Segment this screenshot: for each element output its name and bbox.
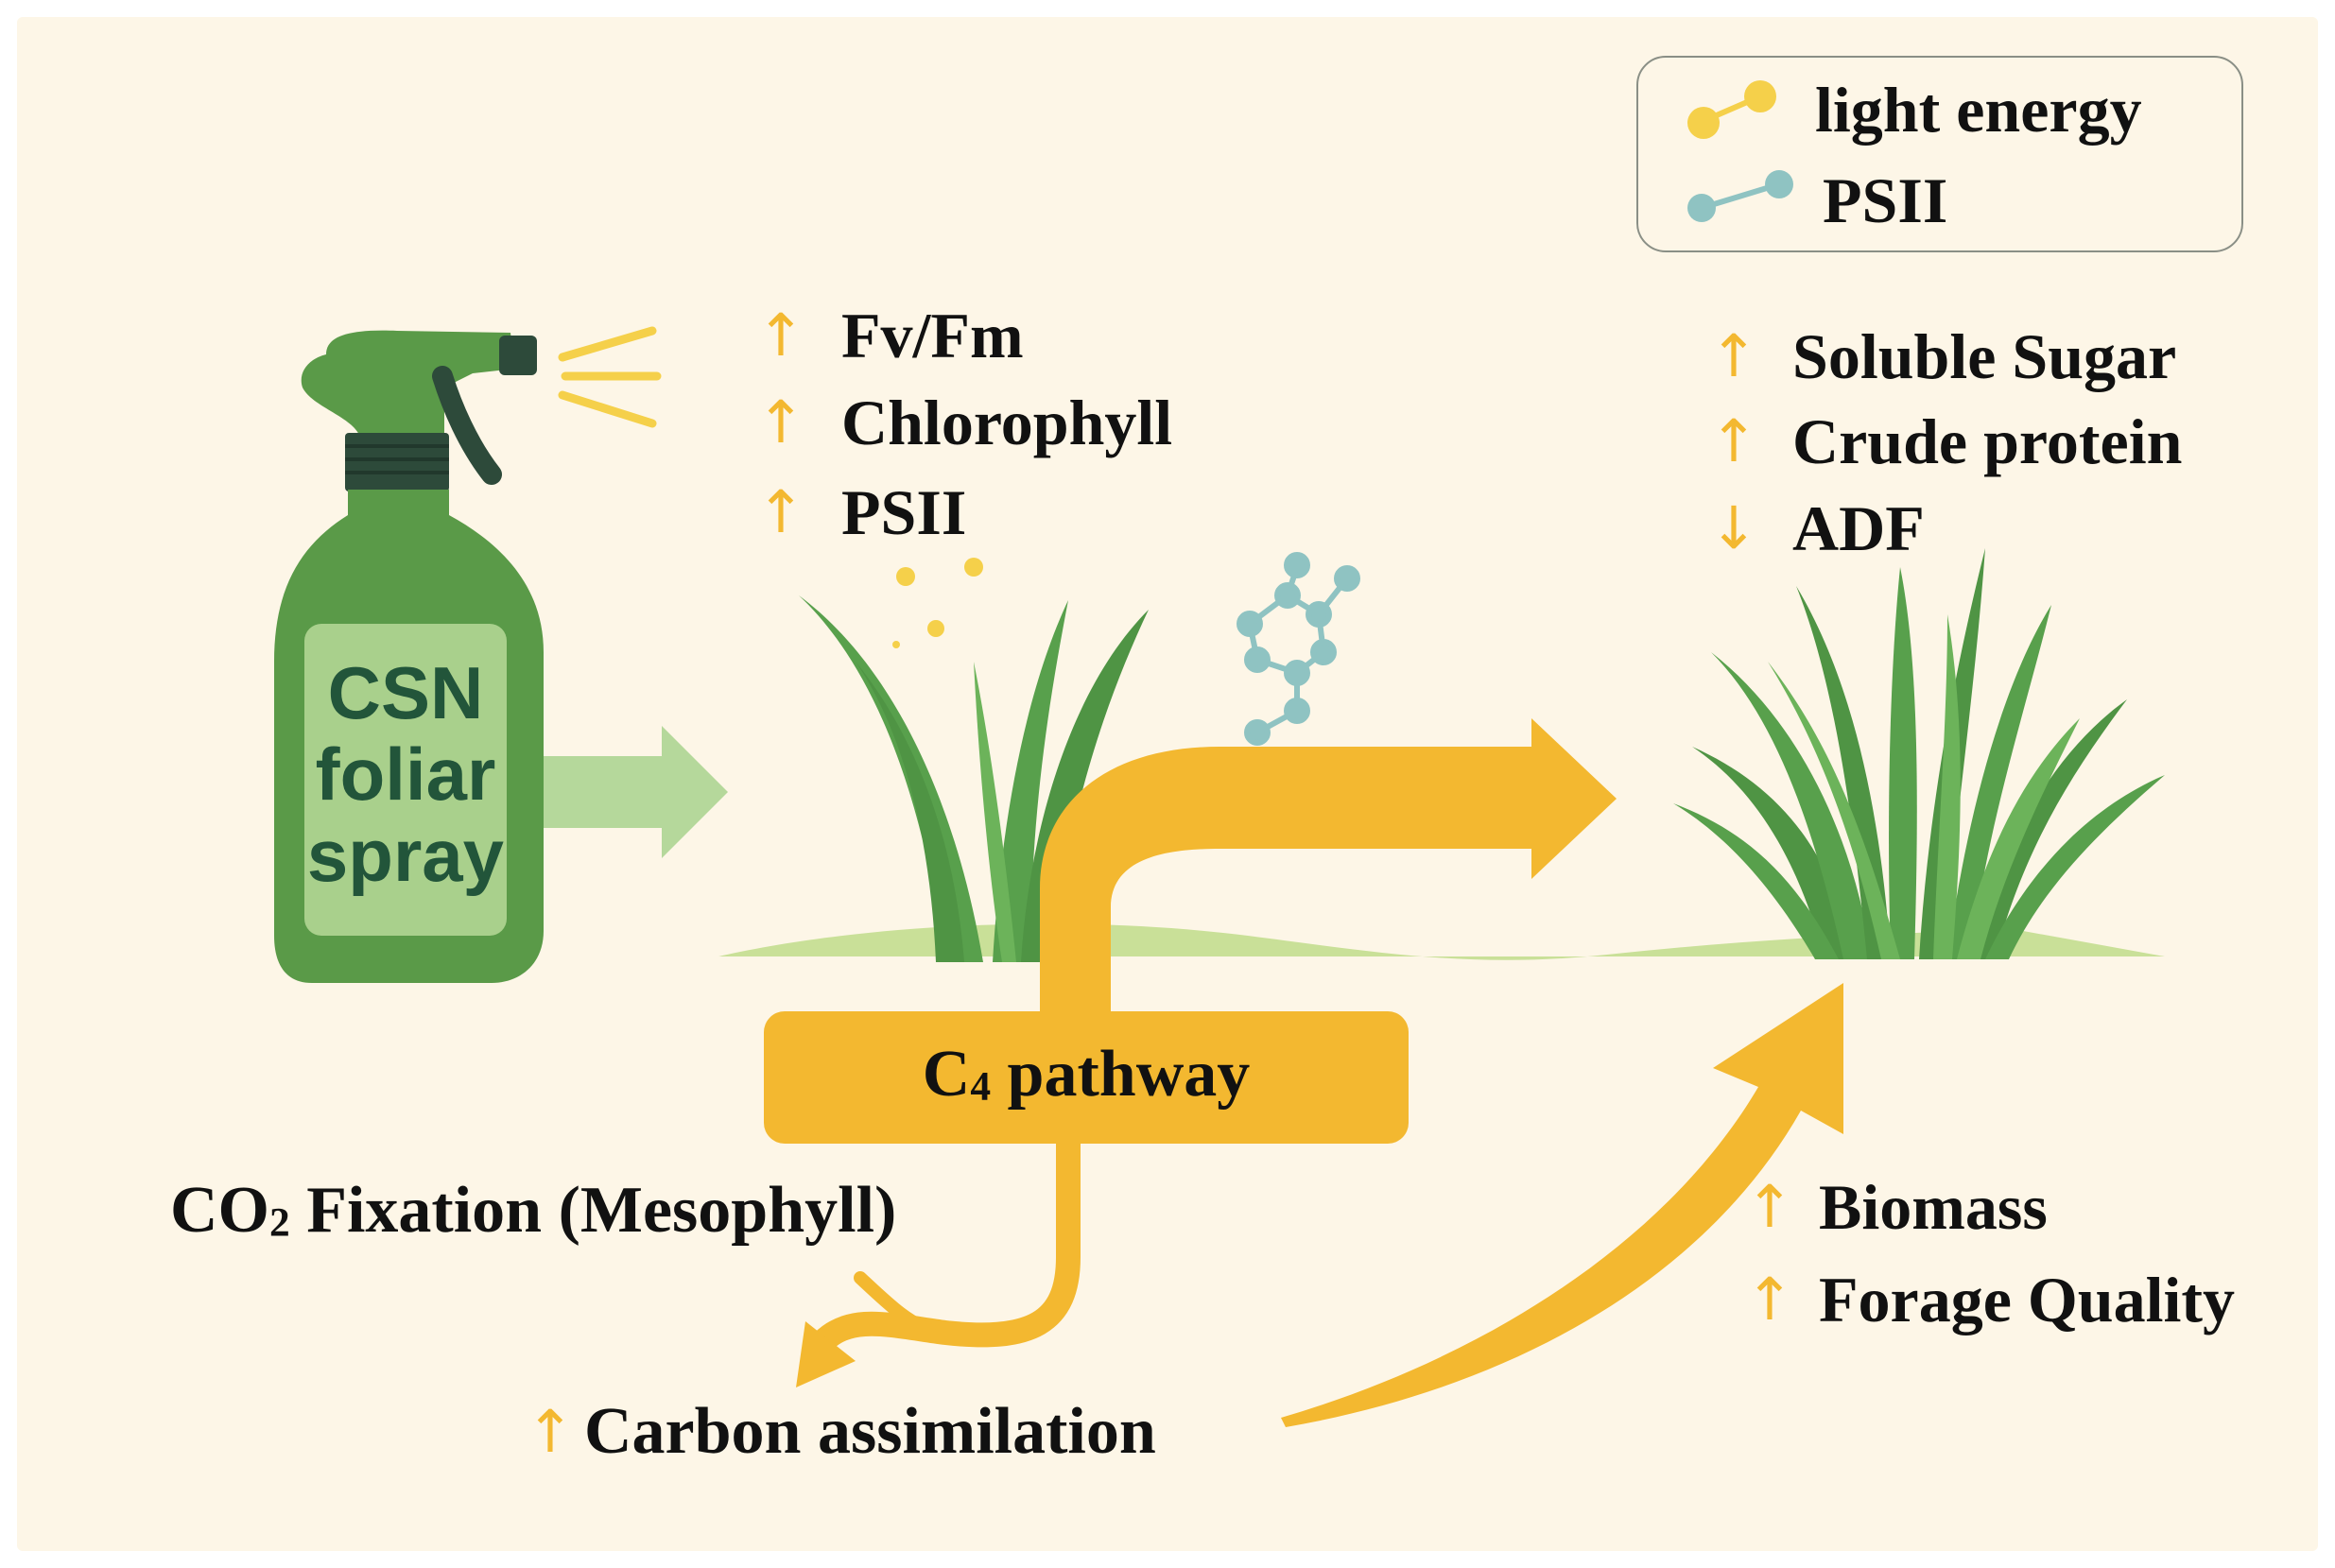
legend-box — [1636, 56, 2243, 252]
effect-soluble-sugar: ↑ Soluble Sugar — [1709, 321, 2176, 390]
effect-label: Soluble Sugar — [1792, 319, 2177, 392]
effect-forage-quality: ↑ Forage Quality — [1745, 1265, 2235, 1334]
effect-biomass: ↑ Biomass — [1745, 1172, 2048, 1241]
molecule-icon — [1237, 552, 1360, 746]
spray-label-line2: foliar — [315, 732, 496, 816]
up-arrow-icon: ↑ — [756, 301, 805, 370]
yellow-dots-icon — [1687, 80, 1776, 139]
effect-chlorophyll: ↑ Chlorophyll — [756, 388, 1172, 457]
spray-label-line1: CSN — [327, 651, 484, 734]
effect-label: ADF — [1792, 491, 1925, 564]
effect-psii: ↑ PSII — [756, 477, 966, 546]
mature-grass-icon — [1673, 548, 2165, 959]
effect-label: Crude protein — [1792, 405, 2183, 477]
legend-label-light-energy: light energy — [1815, 74, 2142, 146]
effect-label: Chlorophyll — [841, 386, 1173, 458]
co2-suffix: Fixation (Mesophyll) — [289, 1174, 897, 1247]
up-arrow-icon: ↑ — [756, 388, 805, 457]
up-arrow-icon: ↑ — [526, 1397, 575, 1466]
spray-label: CSN foliar spray — [304, 652, 507, 896]
up-arrow-icon: ↑ — [1745, 1265, 1794, 1334]
pathway-subscript: 4 — [970, 1063, 992, 1110]
spray-label-line3: spray — [306, 814, 505, 897]
effect-crude-protein: ↑ Crude protein — [1709, 406, 2182, 475]
down-arrow-icon: ↓ — [1709, 493, 1758, 562]
pathway-suffix: pathway — [991, 1038, 1251, 1111]
co2-subscript: 2 — [269, 1199, 290, 1246]
spray-to-plant-arrow — [529, 726, 728, 858]
co2-fixation-label: CO2 Fixation (Mesophyll) — [170, 1178, 896, 1244]
pathway-to-carbon-arrowhead — [796, 1321, 856, 1387]
effect-adf: ↓ ADF — [1709, 493, 1925, 562]
up-arrow-icon: ↑ — [1709, 321, 1758, 390]
pathway-to-carbon-arrow — [810, 1131, 1081, 1354]
co2-prefix: CO — [170, 1174, 269, 1247]
legend-label-psii: PSII — [1823, 164, 1948, 236]
up-arrow-icon: ↑ — [1745, 1172, 1794, 1241]
up-arrow-icon: ↑ — [756, 477, 805, 546]
effect-fv-fm: ↑ Fv/Fm — [756, 301, 1024, 370]
pathway-name: C — [922, 1038, 971, 1111]
up-arrow-icon: ↑ — [1709, 406, 1758, 475]
effect-label: Fv/Fm — [841, 299, 1024, 371]
pathway-to-grass-arrow-body — [1040, 718, 1617, 1040]
light-particles-icon — [892, 558, 983, 648]
pathway-box — [764, 1011, 1409, 1144]
carbon-assimilation-label: Carbon assimilation — [584, 1394, 1156, 1468]
effect-label: Biomass — [1819, 1170, 2048, 1243]
effect-label: Forage Quality — [1819, 1263, 2236, 1335]
pathway-to-carbon-branch — [854, 1271, 943, 1339]
effect-label: PSII — [841, 475, 967, 548]
carbon-to-yield-arrow — [1281, 983, 1843, 1427]
pathway-label: C4 pathway — [764, 1042, 1409, 1108]
teal-dots-icon — [1687, 170, 1793, 222]
effect-carbon-assimilation: ↑ Carbon assimilation — [526, 1397, 1156, 1466]
spray-bottle-icon — [274, 326, 662, 983]
